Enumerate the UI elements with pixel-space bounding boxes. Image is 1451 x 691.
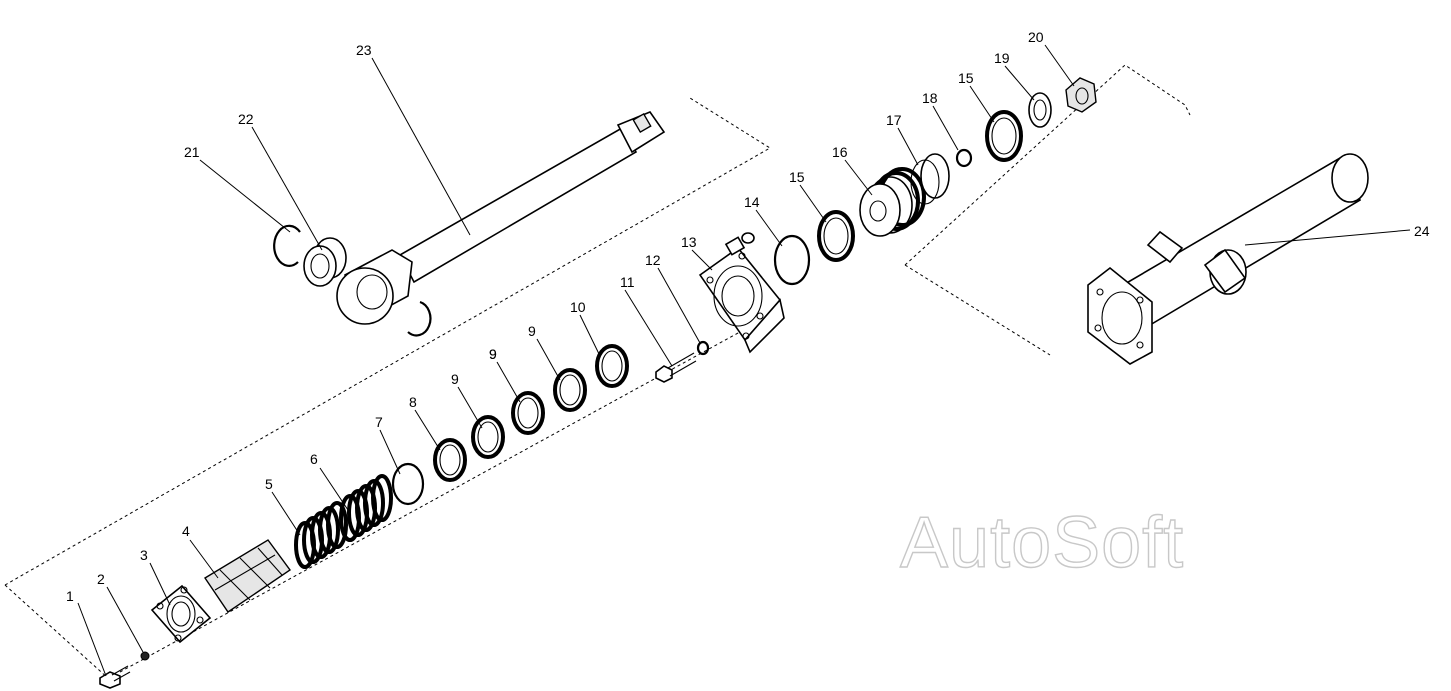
part-2-washer [140, 651, 150, 661]
callout-9b: 9 [489, 346, 497, 362]
callout-2: 2 [97, 571, 105, 587]
callout-21: 21 [184, 144, 200, 160]
part-3-flange-cover [150, 584, 212, 644]
callout-6: 6 [310, 451, 318, 467]
part-15-seal-a [817, 210, 855, 262]
part-20-nut [1065, 77, 1097, 113]
callout-1: 1 [66, 588, 74, 604]
part-19-lock-washer [1028, 92, 1052, 128]
part-13-cylinder-head [698, 232, 785, 354]
part-1-bolt [99, 665, 131, 689]
callout-16: 16 [832, 144, 848, 160]
part-6-spring [339, 474, 393, 542]
leader-lines [77, 44, 1411, 677]
callout-9c: 9 [528, 323, 536, 339]
callout-15b: 15 [958, 70, 974, 86]
part-15-seal-b [985, 110, 1023, 162]
callout-4: 4 [182, 523, 190, 539]
part-21-retaining-ring [273, 224, 301, 267]
part-9-ring-a [471, 415, 505, 459]
part-16-piston [859, 167, 926, 237]
callout-23: 23 [356, 42, 372, 58]
part-4-spring-housing [204, 539, 291, 613]
callout-19: 19 [994, 50, 1010, 66]
callout-20: 20 [1028, 29, 1044, 45]
callout-22: 22 [238, 111, 254, 127]
callout-8: 8 [409, 394, 417, 410]
part-10-ring [595, 344, 629, 388]
callout-9a: 9 [451, 371, 459, 387]
callout-11: 11 [620, 274, 635, 290]
callout-18: 18 [922, 90, 938, 106]
callout-14: 14 [744, 194, 760, 210]
part-17-wear-ring [910, 153, 950, 205]
callout-13: 13 [681, 234, 697, 250]
part-9-ring-b [511, 391, 545, 435]
part-5-spring [294, 501, 348, 569]
callout-10: 10 [570, 299, 586, 315]
part-23-piston-rod [336, 111, 666, 337]
part-7-ring [391, 462, 425, 506]
part-12-washer [696, 340, 710, 356]
part-11-bolt [655, 352, 697, 383]
callout-3: 3 [140, 547, 148, 563]
callout-labels: 1 2 3 4 5 6 7 8 9 9 9 9 10 11 12 13 14 1… [66, 29, 1430, 604]
part-9-ring-c [553, 368, 587, 412]
callout-12: 12 [645, 252, 661, 268]
callout-9d: 9 [489, 346, 497, 362]
assembly-axis-lines [4, 64, 1191, 681]
callout-7: 7 [375, 414, 383, 430]
part-8-ring [433, 438, 467, 482]
callout-24: 24 [1414, 223, 1430, 239]
watermark: AutoSoft [900, 503, 1184, 583]
callout-17: 17 [886, 112, 902, 128]
part-24-cylinder-barrel [1087, 153, 1369, 365]
callout-5: 5 [265, 476, 273, 492]
callout-15a: 15 [789, 169, 805, 185]
part-22-bushing [303, 237, 347, 287]
part-18-small-ring [955, 148, 973, 168]
part-14-o-ring [773, 234, 811, 286]
